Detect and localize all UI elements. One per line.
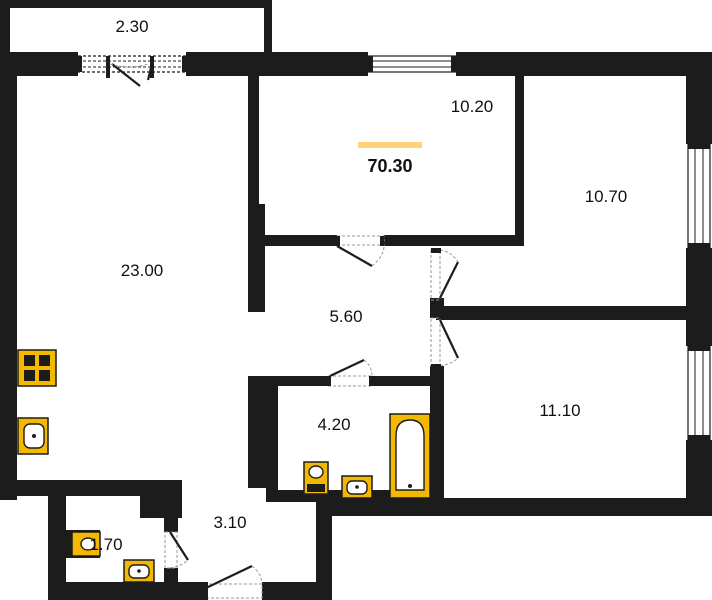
bedroom-top-wall-bottom-1 (259, 235, 337, 246)
wc-wall-stub (164, 518, 178, 532)
balcony-wall-top (0, 0, 272, 8)
door-bedroom-right (430, 248, 459, 301)
room-area-bedroom-bottom: 11.10 (539, 401, 580, 420)
window-bedroom-top (367, 55, 457, 73)
balcony-wall-right (264, 0, 272, 62)
total-area: 70.30 (367, 156, 412, 176)
bathroom-sink-icon (341, 475, 373, 499)
room-area-bathroom: 4.20 (317, 415, 350, 434)
room-area-bedroom-right: 10.70 (585, 187, 628, 206)
room-area-balcony: 2.30 (115, 17, 148, 36)
wc-sink-icon (123, 559, 155, 583)
right-wall-segment-2 (686, 248, 712, 346)
room-area-wc: 1.70 (89, 535, 122, 554)
bedroom-top-wall-left (248, 72, 259, 244)
hall-partition-stub (430, 298, 444, 318)
wc-wall-top-right (140, 488, 182, 518)
balcony-wall-left (0, 0, 10, 62)
door-bedroom-top (336, 235, 385, 267)
balcony-door-window (77, 55, 187, 87)
door-wc (164, 531, 189, 569)
kitchen-sink-icon (17, 417, 49, 455)
left-wall (0, 52, 17, 500)
entry-wall-bottom (262, 582, 332, 600)
bedroom-top-wall-bottom-2 (384, 235, 524, 246)
bathroom-wall-top-1 (248, 376, 328, 386)
labels: 70.30 2.30 10.20 10.70 23.00 5.60 4.20 1… (89, 17, 627, 554)
bottom-wall-right (318, 498, 712, 516)
bathroom-shaft (260, 386, 268, 472)
fixtures (17, 349, 431, 583)
stove-icon (17, 349, 57, 387)
wc-wall-left (48, 480, 66, 600)
kitchen-stub-wall (248, 204, 265, 312)
door-bathroom (326, 359, 374, 387)
bedroom-right-wall-bottom (436, 306, 686, 320)
window-bedroom-bottom (687, 345, 711, 441)
doors (164, 235, 459, 600)
kitchen-wall-bottom (0, 480, 182, 496)
bedroom-top-wall-right (515, 72, 524, 246)
top-wall-segment-2 (186, 52, 368, 76)
wc-wall-right-bottom (164, 568, 178, 600)
toilet-icon (303, 461, 329, 495)
bathroom-wall-top-2 (372, 376, 438, 386)
bedroom-bottom-wall-left (430, 366, 444, 516)
wc-wall-bottom (48, 582, 204, 600)
top-wall-segment-3 (456, 52, 712, 76)
bathtub-icon (389, 413, 431, 499)
wc-toilet-icon (66, 530, 101, 558)
windows (77, 55, 711, 441)
total-area-bar (358, 142, 422, 148)
entry-wall-right (316, 500, 332, 600)
bathroom-wall-left (266, 386, 278, 502)
right-wall-segment-1 (686, 52, 712, 144)
window-bedroom-right (687, 143, 711, 249)
door-entrance (202, 565, 263, 600)
room-area-entry: 3.10 (213, 513, 246, 532)
room-area-kitchen-living: 23.00 (121, 261, 164, 280)
room-area-hall: 5.60 (329, 307, 362, 326)
door-bedroom-bottom (430, 317, 459, 369)
room-area-bedroom-top: 10.20 (451, 97, 494, 116)
